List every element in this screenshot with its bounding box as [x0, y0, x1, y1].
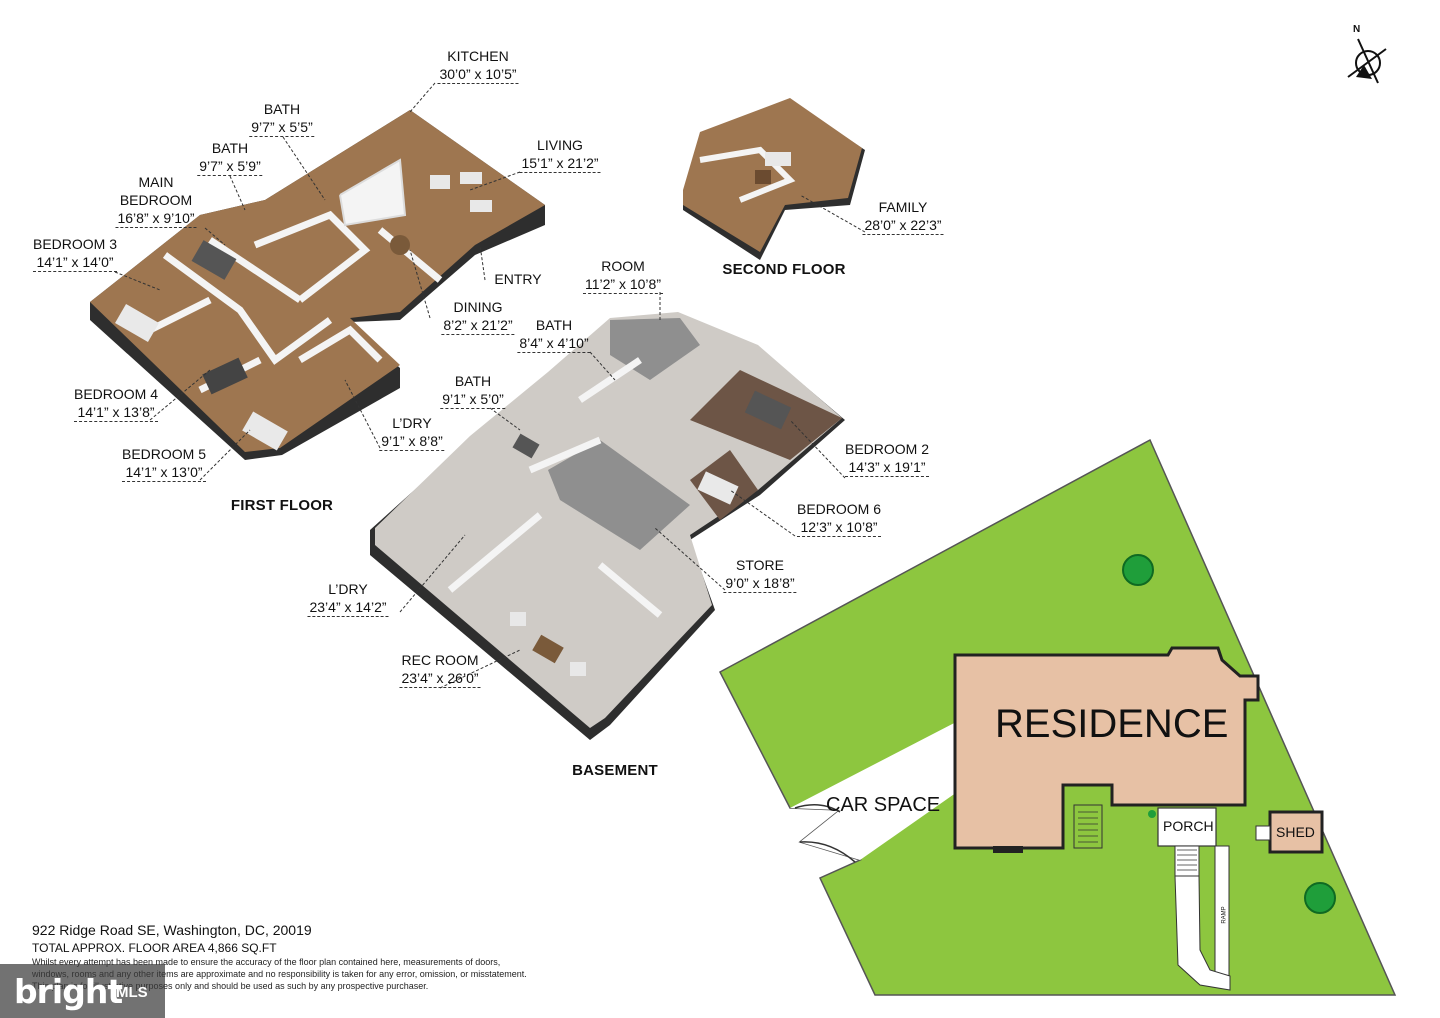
shed-label: SHED	[1276, 824, 1315, 840]
ramp-label: RAMP	[1221, 906, 1228, 924]
residence-label: RESIDENCE	[995, 702, 1229, 746]
brand-suffix: MLS	[116, 984, 148, 1001]
porch-label: PORCH	[1163, 818, 1214, 834]
address: 922 Ridge Road SE, Washington, DC, 20019	[32, 922, 312, 938]
disclaimer-line-2: windows, rooms and any other items are a…	[32, 969, 527, 979]
tree-icon	[1304, 882, 1336, 914]
basement-model	[370, 312, 845, 740]
tree-icon	[1122, 554, 1154, 586]
floor-title-second: SECOND FLOOR	[722, 261, 846, 278]
car-space-label: CAR SPACE	[826, 794, 941, 816]
floor-title-basement: BASEMENT	[572, 762, 658, 779]
disclaimer-line-1: Whilst every attempt has been made to en…	[32, 957, 501, 967]
total-area: TOTAL APPROX. FLOOR AREA 4,866 SQ.FT	[32, 941, 277, 955]
leader-lines	[114, 82, 866, 689]
room-label-entry: ENTRY	[494, 271, 542, 287]
floor-title-first: FIRST FLOOR	[230, 497, 334, 514]
disclaimer-line-3: This plan is for illustrative purposes o…	[32, 981, 429, 991]
bright-mls-watermark: bright MLS	[0, 964, 165, 1018]
site-plan	[718, 438, 1397, 996]
second-floor-model	[683, 98, 865, 260]
first-floor-model	[90, 110, 545, 460]
compass-icon	[1347, 38, 1387, 84]
compass-north-label: N	[1353, 24, 1361, 35]
brand-name: bright	[14, 972, 123, 1011]
